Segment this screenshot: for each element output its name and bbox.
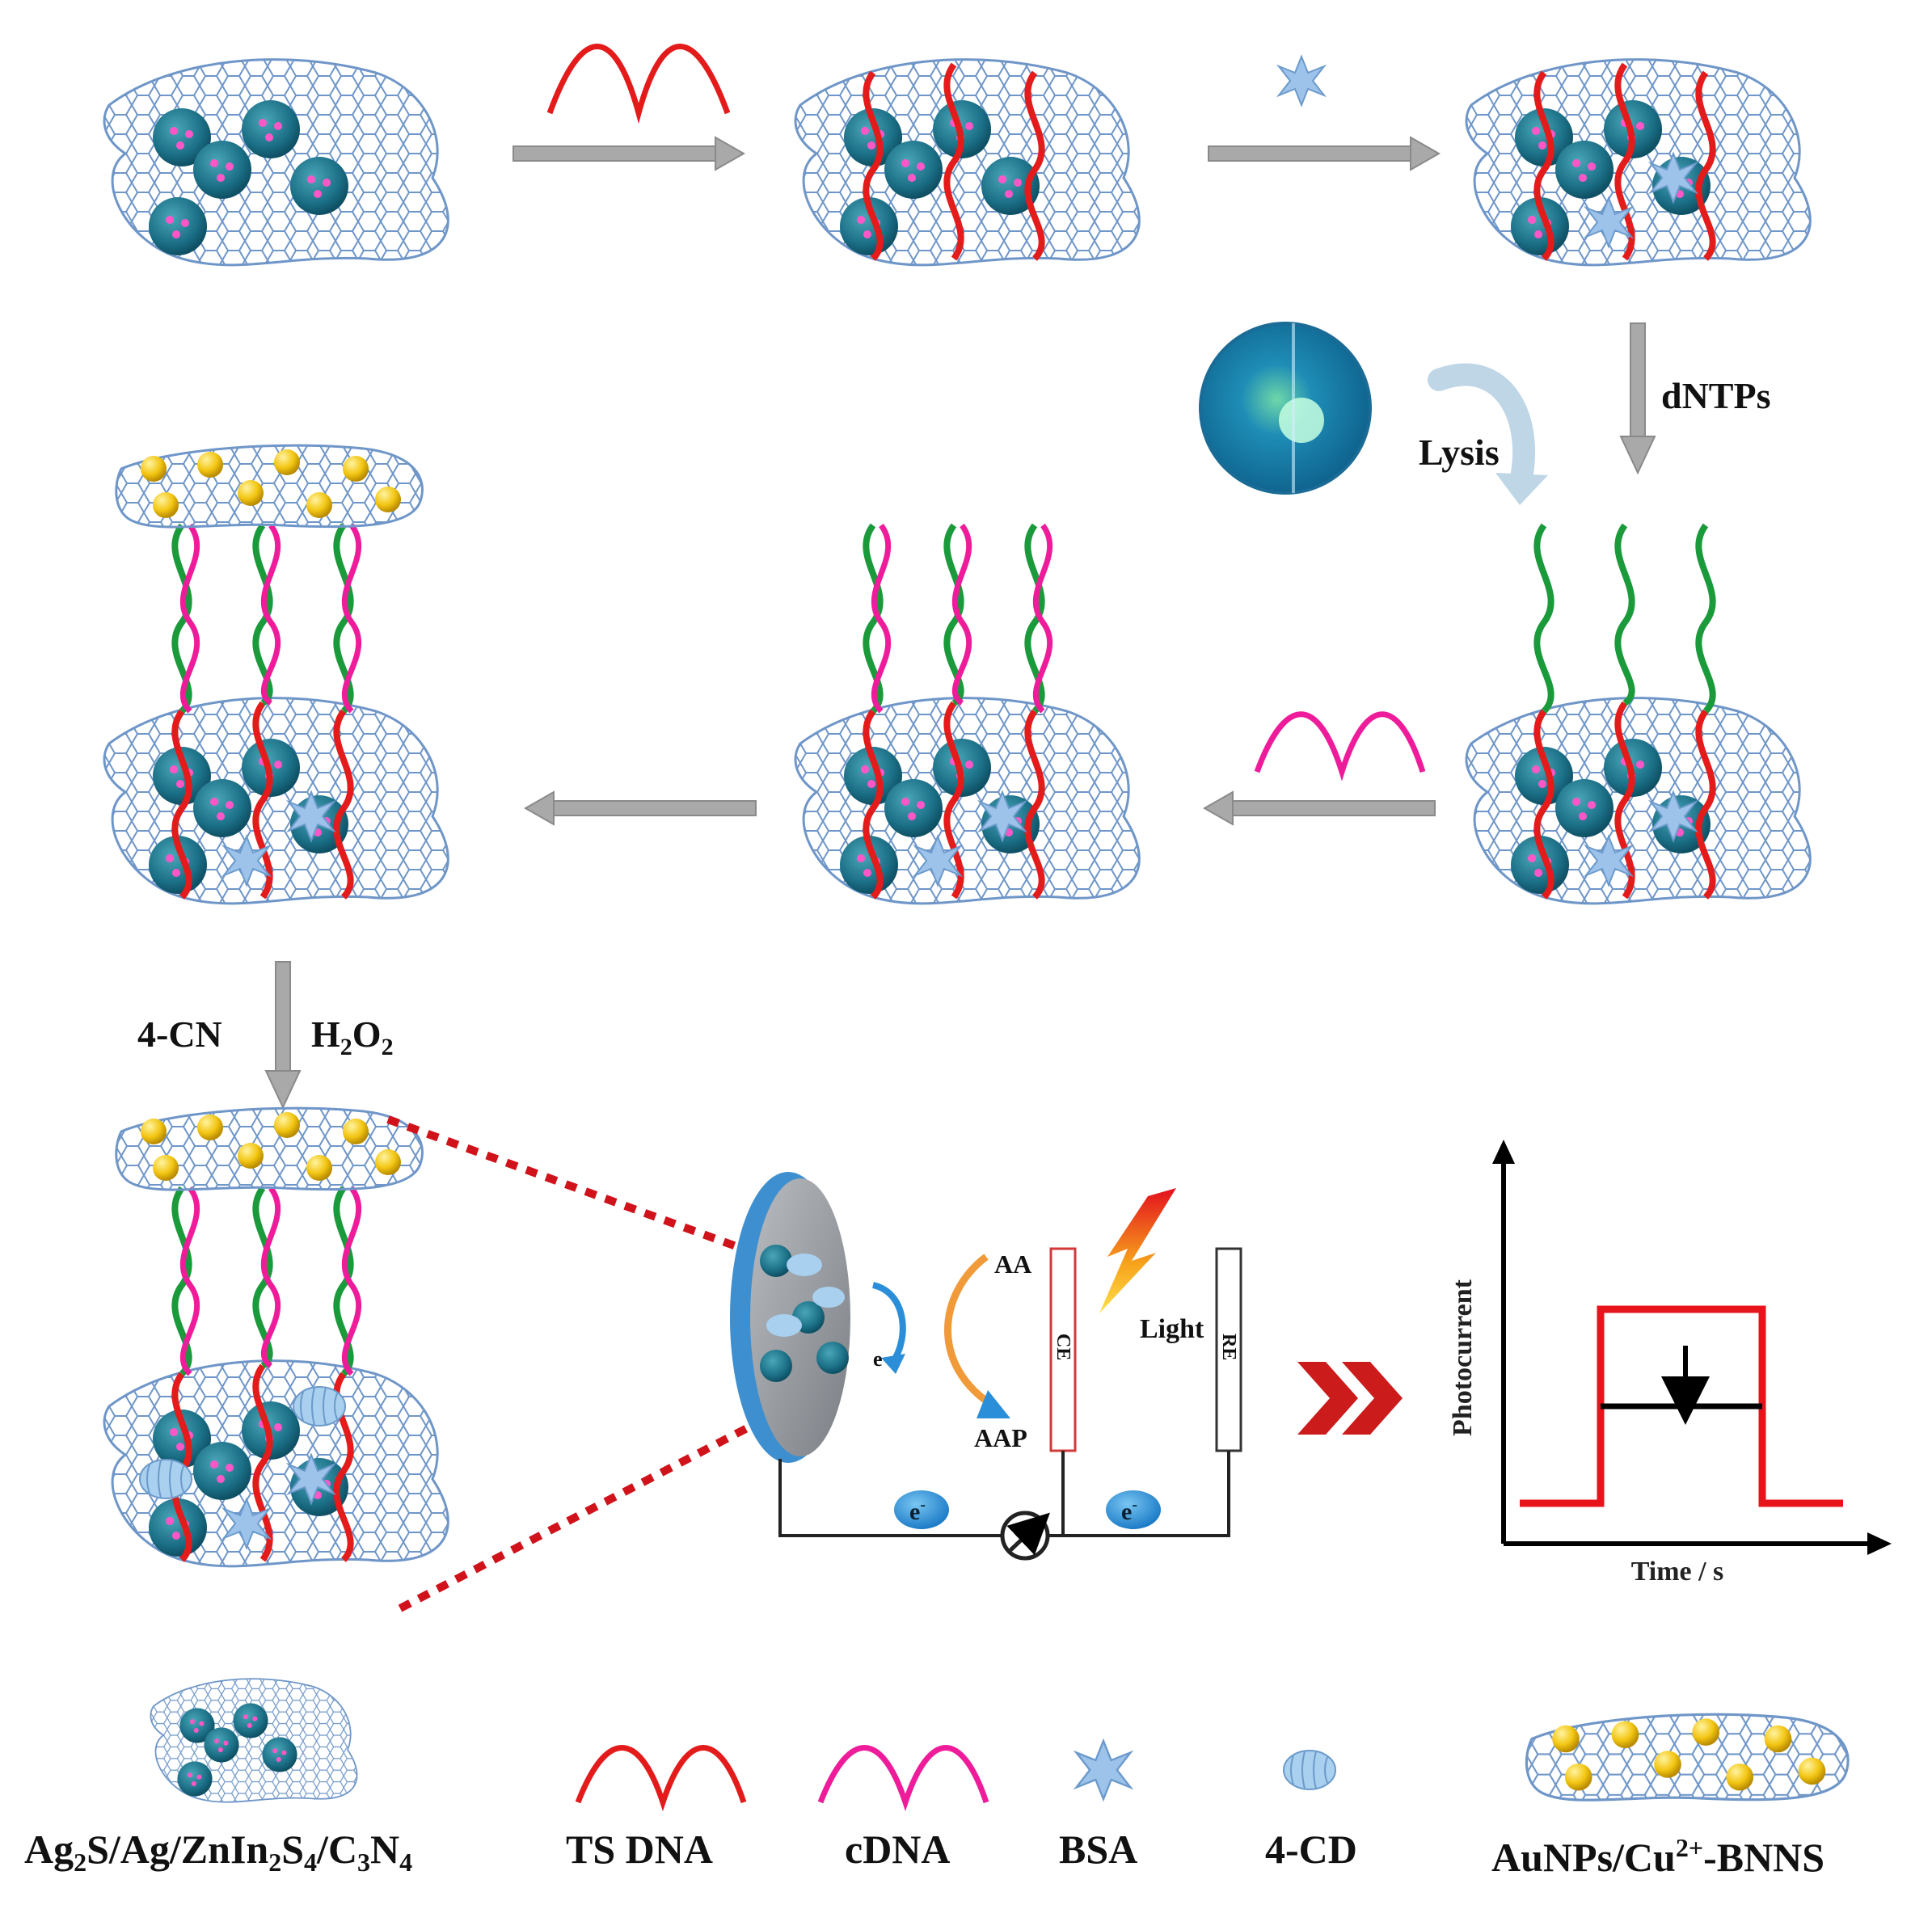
- lysis-arrow: [1428, 363, 1536, 496]
- composite-ts-dna-bsa: [1466, 60, 1810, 265]
- aa-label: AA: [994, 1249, 1031, 1279]
- circuit-wires: [778, 1451, 1230, 1537]
- lysis-arrowhead: [1495, 473, 1548, 505]
- bsa-reagent-icon: [1278, 56, 1325, 106]
- legend-bsa-icon: [1075, 1739, 1132, 1801]
- legend-bsa-label: BSA: [1059, 1827, 1137, 1872]
- legend-ts-dna-label: TS DNA: [566, 1827, 713, 1872]
- chart-ylabel: Photocurrent: [1448, 1279, 1478, 1436]
- zoom-line-top: [386, 1115, 778, 1265]
- ammeter-needle: [1006, 1512, 1050, 1556]
- arrow-step4: [1204, 791, 1436, 825]
- arrow-step2: [1208, 137, 1440, 171]
- legend-cd-label: 4-CD: [1265, 1827, 1357, 1872]
- legend-aunps-label: AuNPs/Cu2+-BNNS: [1491, 1833, 1824, 1880]
- composite-target-dna: [1466, 523, 1810, 904]
- composite-cdna-hybrid: [795, 523, 1139, 904]
- cell-icon: [1199, 322, 1372, 495]
- chart-y-axis-arrow: [1492, 1140, 1515, 1164]
- chart-x-axis-arrow: [1867, 1532, 1892, 1555]
- legend-cdna-label: cDNA: [845, 1827, 951, 1872]
- ce-label: CE: [1052, 1334, 1074, 1360]
- electron-right-label: e-: [1121, 1496, 1137, 1525]
- arrow-step1: [513, 137, 745, 171]
- photocurrent-chart: Photocurrent Time / s: [1448, 1140, 1892, 1587]
- aa-aap-arrow: [944, 1254, 997, 1410]
- sandwich-assembly: [104, 444, 448, 904]
- reagent-h2o2-label: H2O2: [311, 1013, 394, 1060]
- lysis-label: Lysis: [1419, 432, 1500, 473]
- legend-composite-label: Ag2S/Ag/ZnIn2S4/C3N4: [24, 1827, 412, 1877]
- composite-ts-dna: [795, 60, 1139, 265]
- legend-aunps-icon: [1525, 1713, 1850, 1802]
- legend-composite-icon: [150, 1679, 356, 1802]
- electron-bubble-left: [894, 1490, 949, 1529]
- working-electrode: [730, 1172, 850, 1463]
- aap-label: AAP: [974, 1423, 1027, 1452]
- photocurrent-trace-initial: [1520, 1305, 1843, 1507]
- light-bolt-icon: [1099, 1188, 1176, 1313]
- sandwich-with-precipitate: [104, 1106, 448, 1566]
- counter-electrode: [1049, 1247, 1077, 1452]
- aa-aap-arrowhead: [977, 1390, 1010, 1418]
- legend-cdna-icon: [817, 1745, 989, 1812]
- chart-xlabel: Time / s: [1631, 1557, 1724, 1587]
- signal-chevron-icon: [1297, 1362, 1403, 1435]
- arrow-step6: [264, 961, 302, 1110]
- legend-cd-icon: [1283, 1750, 1336, 1790]
- arrow-step5: [525, 791, 757, 825]
- arrow-dntps: [1619, 322, 1656, 475]
- re-label: RE: [1218, 1334, 1239, 1360]
- ts-dna-reagent-icon: [546, 44, 731, 124]
- legend-ts-dna-icon: [575, 1745, 747, 1812]
- electron-left-label: e-: [909, 1496, 926, 1525]
- light-label: Light: [1140, 1314, 1204, 1344]
- cdna-reagent-icon: [1254, 711, 1426, 782]
- reagent-4cn-label: 4-CN: [137, 1013, 222, 1055]
- electron-small-label: e: [873, 1347, 883, 1371]
- electron-bubble-right: [1106, 1490, 1161, 1529]
- zoom-line-bottom: [398, 1390, 815, 1612]
- composite-bare: [104, 60, 448, 265]
- electron-transfer-arrowhead: [881, 1354, 905, 1374]
- dntps-label: dNTPs: [1661, 375, 1770, 416]
